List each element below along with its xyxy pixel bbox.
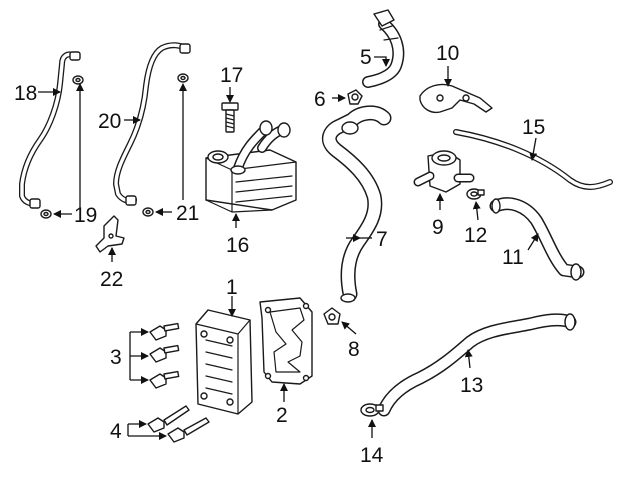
callout-labels: 18 19 20 21 22 17 16 5 6 7 8 10 15 9 12 … bbox=[14, 42, 545, 467]
clamp-8[interactable] bbox=[323, 307, 341, 325]
oil-cooler-1[interactable] bbox=[195, 309, 253, 415]
callout-5: 5 bbox=[360, 46, 372, 69]
callout-19: 19 bbox=[74, 204, 97, 227]
bracket-22[interactable] bbox=[95, 215, 125, 253]
callout-4: 4 bbox=[110, 420, 122, 443]
callout-9: 9 bbox=[432, 216, 444, 239]
callout-16: 16 bbox=[226, 234, 249, 257]
callout-11: 11 bbox=[502, 246, 524, 269]
callout-14: 14 bbox=[360, 444, 384, 467]
clamp-12[interactable] bbox=[466, 188, 485, 200]
bolt-4[interactable] bbox=[147, 405, 210, 443]
callout-15: 15 bbox=[522, 116, 545, 139]
callout-21: 21 bbox=[176, 202, 199, 225]
clamp-6[interactable] bbox=[347, 89, 363, 105]
hose-15[interactable] bbox=[453, 129, 613, 190]
callout-17: 17 bbox=[220, 64, 243, 87]
bolt-17[interactable] bbox=[221, 102, 239, 133]
hose-5[interactable] bbox=[362, 9, 405, 88]
oil-cooler-16[interactable] bbox=[205, 120, 297, 213]
coolant-hose-7[interactable] bbox=[321, 105, 392, 303]
washer-19[interactable] bbox=[40, 75, 84, 219]
leader-lines bbox=[38, 56, 539, 440]
callout-18: 18 bbox=[14, 82, 37, 105]
callout-2: 2 bbox=[276, 404, 288, 427]
callout-3: 3 bbox=[110, 346, 122, 369]
callout-6: 6 bbox=[314, 88, 326, 111]
clamp-14[interactable] bbox=[360, 403, 384, 417]
gasket-2[interactable] bbox=[259, 297, 313, 385]
callout-13: 13 bbox=[460, 374, 483, 397]
coolant-hose-13[interactable] bbox=[377, 313, 577, 417]
callout-7: 7 bbox=[376, 228, 388, 251]
callout-10: 10 bbox=[436, 42, 459, 65]
cooler-line-18[interactable] bbox=[19, 51, 81, 209]
callout-8: 8 bbox=[348, 338, 360, 361]
hose-11[interactable] bbox=[489, 197, 585, 281]
valve-9[interactable] bbox=[413, 150, 475, 193]
callout-12: 12 bbox=[464, 224, 487, 247]
callout-20: 20 bbox=[98, 110, 121, 133]
washer-21[interactable] bbox=[142, 73, 189, 217]
bolt-3[interactable] bbox=[149, 322, 180, 389]
callout-22: 22 bbox=[100, 268, 123, 291]
cooler-line-20[interactable] bbox=[113, 42, 191, 206]
callout-1: 1 bbox=[226, 276, 238, 299]
bracket-10[interactable] bbox=[419, 83, 493, 114]
